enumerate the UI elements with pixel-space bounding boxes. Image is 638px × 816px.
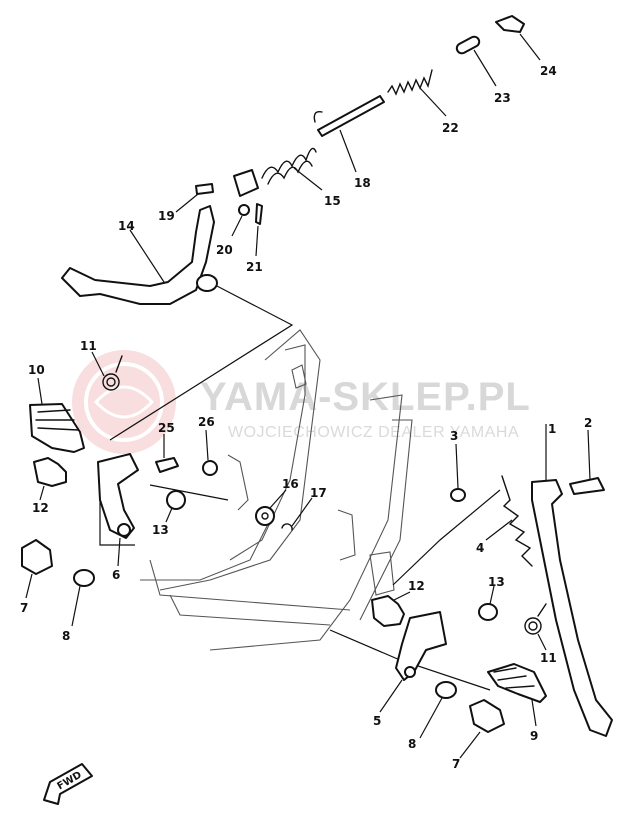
- part-8-washer-right: [435, 681, 457, 699]
- part-8-washer-left: [73, 569, 95, 587]
- part-11-spring-right: [524, 603, 547, 635]
- callout-labels: 1 2 3 4 5 6 7 7 8 8 9 10 11 11 12 12 13 …: [20, 64, 592, 771]
- callout-18: 18: [354, 176, 371, 190]
- forward-arrow-icon: [43, 763, 93, 805]
- callout-21: 21: [246, 260, 263, 274]
- direction-marker: FWD: [43, 763, 93, 805]
- part-12-bolt-left: [33, 457, 67, 487]
- callout-9: 9: [530, 729, 538, 743]
- part-18-rod: [317, 95, 385, 137]
- part-7-bolt-left: [21, 539, 53, 575]
- part-3-collar: [450, 488, 466, 502]
- callout-26: 26: [198, 415, 215, 429]
- callout-5: 5: [373, 714, 381, 728]
- part-26-nut: [202, 460, 218, 476]
- callout-11-right: 11: [540, 651, 557, 665]
- callout-23: 23: [494, 91, 511, 105]
- part-22-spring: [387, 69, 433, 96]
- callout-15: 15: [324, 194, 341, 208]
- part-12-bolt-right: [371, 595, 405, 627]
- part-6-bracket-left: [97, 453, 139, 539]
- part-24-clip: [495, 15, 525, 33]
- callout-13-left: 13: [152, 523, 169, 537]
- brake-rod-assembly: [313, 15, 525, 137]
- callout-8-left: 8: [62, 629, 70, 643]
- part-5-boss: [404, 666, 416, 678]
- watermark-logo: [72, 350, 176, 454]
- callout-7-right: 7: [452, 757, 460, 771]
- frame-outline: [140, 329, 413, 651]
- part-11-spring-left: [102, 355, 123, 391]
- watermark: YAMA-SKLEP.PL WOJCIECHOWICZ DEALER YAMAH…: [72, 350, 531, 454]
- part-6-boss: [117, 523, 131, 537]
- callout-leaders: [25, 33, 591, 759]
- part-13-collar-left: [166, 490, 186, 510]
- callout-14: 14: [118, 219, 135, 233]
- callout-12-right: 12: [408, 579, 425, 593]
- callout-12-left: 12: [32, 501, 49, 515]
- callout-13-right: 13: [488, 575, 505, 589]
- callout-17: 17: [310, 486, 327, 500]
- callout-1: 1: [548, 422, 556, 436]
- part-5-bracket-right: [395, 611, 447, 681]
- part-7-bolt-right: [469, 699, 505, 733]
- callout-8-right: 8: [408, 737, 416, 751]
- callout-10: 10: [28, 363, 45, 377]
- callout-7-left: 7: [20, 601, 28, 615]
- part-13-collar-right: [478, 603, 498, 621]
- part-20-washer: [238, 204, 250, 216]
- part-4-spring: [501, 475, 533, 567]
- callout-11-left: 11: [80, 339, 97, 353]
- watermark-subtitle: WOJCIECHOWICZ DEALER YAMAHA: [228, 424, 519, 441]
- part-19-bolt: [195, 183, 214, 195]
- part-9-footrest-right: [487, 663, 547, 703]
- part-16-washer: [255, 506, 275, 526]
- callout-2: 2: [584, 416, 592, 430]
- part-brake-arm-joint: [233, 169, 259, 197]
- part-14-brake-pedal: [61, 205, 215, 305]
- part-15-spring: [261, 147, 317, 185]
- part-2-bolt: [569, 477, 605, 495]
- callout-22: 22: [442, 121, 459, 135]
- part-1-sidestand: [531, 479, 613, 737]
- part-10-footrest: [29, 403, 85, 453]
- callout-20: 20: [216, 243, 233, 257]
- callout-6: 6: [112, 568, 120, 582]
- part-23-pin: [455, 35, 481, 55]
- callout-24: 24: [540, 64, 557, 78]
- part-25-bolt: [155, 457, 179, 473]
- part-21-cotter-pin: [255, 203, 263, 225]
- callout-4: 4: [476, 541, 484, 555]
- part-17-clip: [281, 523, 293, 531]
- part-14-pivot: [196, 274, 218, 292]
- callout-3: 3: [450, 429, 458, 443]
- callout-25: 25: [158, 421, 175, 435]
- callout-16: 16: [282, 477, 299, 491]
- callout-19: 19: [158, 209, 175, 223]
- watermark-title: YAMA-SKLEP.PL: [200, 375, 531, 419]
